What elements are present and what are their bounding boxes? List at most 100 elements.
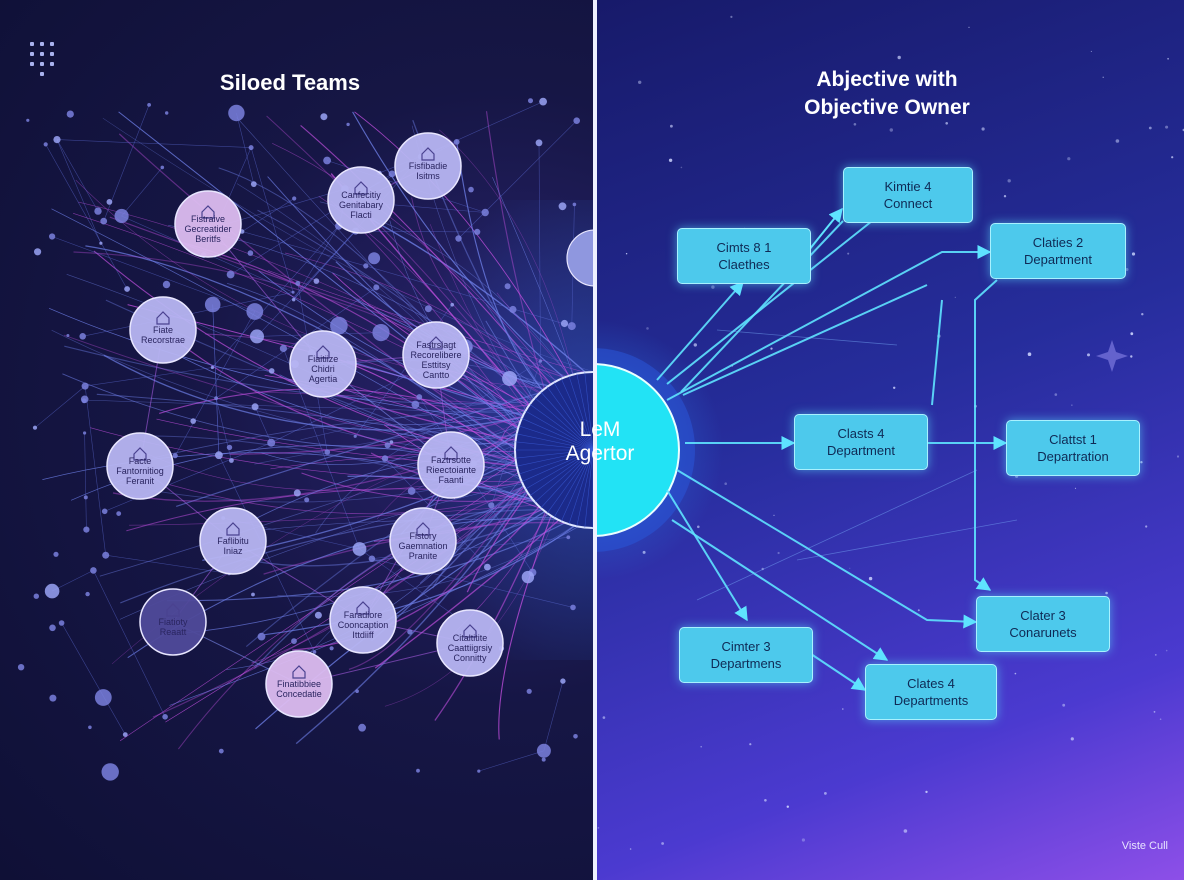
box-label: Clates 4 bbox=[907, 676, 955, 691]
network-dot bbox=[477, 769, 481, 773]
network-dot bbox=[248, 145, 254, 151]
star bbox=[889, 128, 893, 132]
hub-circle-right bbox=[597, 363, 680, 537]
star bbox=[1154, 654, 1157, 656]
team-icon bbox=[463, 624, 477, 638]
network-dot bbox=[229, 458, 234, 463]
star bbox=[849, 567, 851, 569]
team-node-partial bbox=[566, 229, 593, 287]
network-dot bbox=[279, 344, 287, 352]
network-dot bbox=[44, 583, 60, 599]
hub-label-line-1: LeM bbox=[579, 418, 621, 441]
team-node-label: Ittdiiff bbox=[352, 630, 374, 640]
network-dot bbox=[228, 104, 245, 122]
network-dot bbox=[504, 283, 511, 290]
network-dot bbox=[573, 117, 580, 124]
star bbox=[940, 103, 942, 106]
network-dot bbox=[250, 181, 257, 188]
team-node-label: Faanti bbox=[438, 475, 463, 485]
network-dot bbox=[560, 678, 566, 684]
star bbox=[1090, 50, 1092, 52]
star bbox=[1087, 353, 1090, 357]
star bbox=[897, 55, 901, 60]
grid-dots-icon bbox=[30, 42, 60, 76]
team-icon bbox=[292, 665, 306, 679]
star bbox=[1167, 57, 1169, 60]
box-label: Cimts 8 1 bbox=[716, 240, 772, 255]
network-dot bbox=[83, 431, 87, 435]
network-dot bbox=[330, 316, 348, 335]
network-dot bbox=[214, 396, 219, 401]
star bbox=[824, 792, 827, 795]
team-icon bbox=[316, 345, 330, 359]
network-dot bbox=[88, 725, 92, 730]
network-dot bbox=[251, 592, 255, 597]
network-dot bbox=[407, 629, 413, 635]
department-box-8: Clates 4 Departments bbox=[865, 664, 997, 720]
network-dot bbox=[162, 714, 168, 720]
network-dot bbox=[250, 329, 264, 344]
star bbox=[1159, 718, 1162, 720]
team-icon bbox=[226, 522, 240, 536]
box-label: Clater 3 bbox=[1020, 608, 1066, 623]
star bbox=[777, 551, 780, 555]
team-node-label: Fantornitiog bbox=[116, 466, 164, 476]
team-node-label: Iniaz bbox=[223, 546, 243, 556]
box-label: Cimter 3 bbox=[721, 639, 771, 654]
star bbox=[1115, 139, 1120, 143]
star bbox=[1105, 591, 1108, 595]
box-label: Kimtie 4 bbox=[884, 179, 932, 194]
network-dot bbox=[53, 136, 61, 144]
box-label: Departments bbox=[893, 693, 969, 708]
flow-arrow bbox=[931, 299, 943, 406]
flow-arrow bbox=[680, 220, 844, 393]
team-node-label: Caattiigrsiy bbox=[448, 643, 493, 653]
network-dot bbox=[372, 324, 390, 342]
star bbox=[770, 347, 773, 350]
star bbox=[981, 127, 985, 131]
network-dot bbox=[368, 252, 381, 265]
hub-label-line-2: Agertor bbox=[565, 442, 635, 465]
star bbox=[1176, 455, 1180, 458]
star bbox=[1141, 313, 1144, 316]
network-dot bbox=[292, 298, 296, 302]
team-icon bbox=[156, 311, 170, 325]
network-dot bbox=[329, 646, 334, 651]
box-label: Departration bbox=[1037, 449, 1109, 464]
sparkle-icon bbox=[1096, 340, 1128, 372]
network-dot bbox=[247, 250, 254, 256]
network-dot bbox=[346, 122, 350, 127]
network-dot bbox=[100, 217, 108, 225]
network-dot bbox=[536, 743, 551, 758]
box-label: Claties 2 bbox=[1032, 235, 1084, 250]
network-dot bbox=[538, 359, 543, 363]
network-dot bbox=[502, 371, 518, 386]
star bbox=[1140, 461, 1143, 464]
star bbox=[1067, 157, 1071, 161]
star bbox=[1131, 252, 1136, 256]
flow-arrow bbox=[656, 280, 744, 381]
panel-divider bbox=[593, 0, 597, 880]
network-dot bbox=[539, 97, 547, 106]
star bbox=[1165, 125, 1169, 129]
team-node-label: Fiaitiize bbox=[308, 354, 339, 364]
star bbox=[945, 122, 948, 125]
network-dot bbox=[521, 570, 535, 584]
network-dot bbox=[314, 611, 322, 619]
department-box-2: Cimts 8 1 Claethes bbox=[677, 228, 811, 284]
star bbox=[638, 80, 642, 85]
network-dot bbox=[323, 156, 331, 165]
network-dot bbox=[147, 103, 152, 107]
star bbox=[724, 482, 727, 486]
team-icon bbox=[356, 601, 370, 615]
team-node-label: Canfecitiy bbox=[341, 190, 381, 200]
network-dot bbox=[26, 118, 30, 122]
team-icon bbox=[133, 447, 147, 461]
team-node-label: Feranit bbox=[126, 476, 155, 486]
network-dot bbox=[407, 487, 416, 495]
